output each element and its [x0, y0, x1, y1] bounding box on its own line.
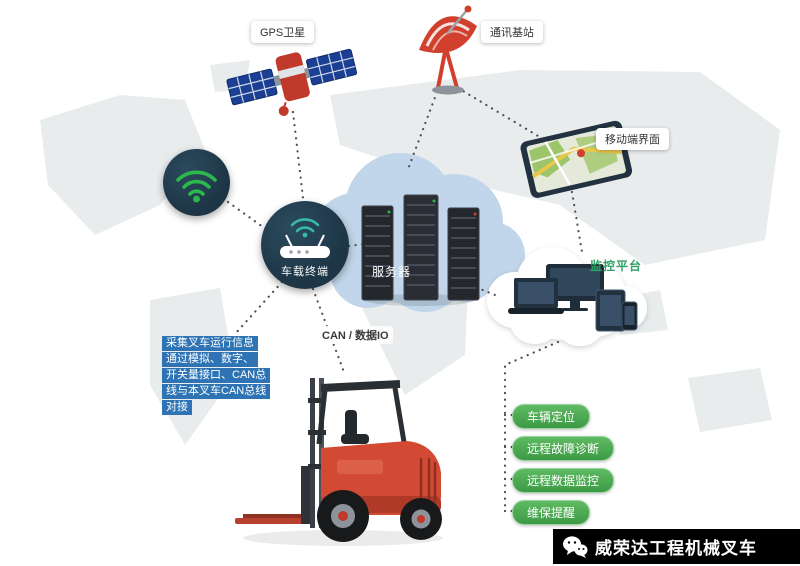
info-line: 线与本叉车CAN总线 [162, 384, 271, 399]
info-line: 开关量接口、CAN总 [162, 368, 271, 383]
mobile-ui-label: 移动端界面 [596, 128, 669, 150]
feature-remote-monitoring: 远程数据监控 [512, 468, 615, 493]
base-station-icon [405, 4, 489, 105]
wechat-icon [563, 535, 588, 558]
base-station-label: 通讯基站 [481, 21, 543, 43]
devices-icon [508, 262, 638, 339]
server-icon [358, 186, 483, 313]
info-text-block: 采集叉车运行信息 通过模拟、数字、 开关量接口、CAN总 线与本叉车CAN总线 … [162, 336, 271, 416]
forklift-illustration [225, 368, 460, 558]
brand-banner: 威荣达工程机械叉车 [553, 529, 800, 564]
wifi-node [163, 149, 230, 216]
gps-satellite-label: GPS卫星 [251, 21, 315, 43]
wifi-icon [176, 170, 217, 203]
platform-label: 监控平台 [590, 259, 643, 273]
feature-maintenance-reminder: 维保提醒 [512, 500, 591, 525]
vehicle-terminal-label: 车载终端 [281, 266, 329, 278]
satellite-icon [222, 32, 362, 129]
info-line: 对接 [162, 400, 192, 415]
vehicle-terminal-node: 车载终端 [261, 201, 349, 289]
router-icon [280, 218, 330, 258]
feature-remote-diagnosis: 远程故障诊断 [512, 436, 615, 461]
brand-text: 威荣达工程机械叉车 [595, 539, 757, 558]
server-label: 服务器 [372, 265, 412, 279]
can-data-io-label: CAN / 数据IO [318, 326, 393, 344]
info-line: 通过模拟、数字、 [162, 352, 258, 367]
info-line: 采集叉车运行信息 [162, 336, 258, 351]
feature-vehicle-location: 车辆定位 [512, 404, 591, 429]
